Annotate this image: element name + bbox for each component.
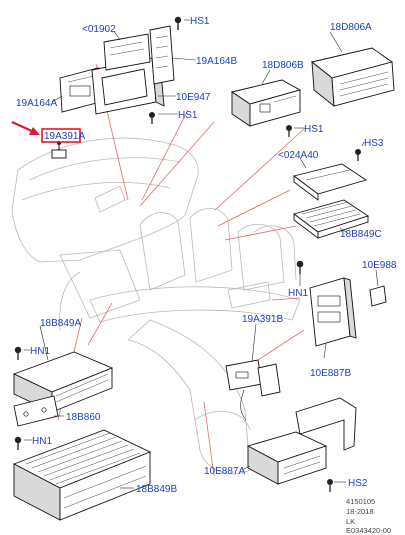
nut-icon [296,260,304,274]
highlight-19a391a [11,120,81,143]
screw-icon [327,479,333,492]
red-arrow-icon [29,127,40,135]
label-18b849b[interactable]: 18B849B [136,484,177,495]
amplifier-18b849b[interactable] [12,429,152,521]
label-18b849c[interactable]: 18B849C [340,229,382,240]
label-18b849a[interactable]: 18B849A [40,318,81,329]
label-024a40[interactable]: <024A40 [278,150,319,161]
label-hs1-top[interactable]: HS1 [190,16,210,27]
label-hs1-mid[interactable]: HS1 [178,110,198,121]
screw-icon [286,125,292,137]
label-10e887a[interactable]: 10E887A [204,466,245,477]
label-hs1-right[interactable]: HS1 [304,124,324,135]
amplifier-18b849a[interactable] [12,351,114,413]
cover-10e988[interactable] [369,285,387,307]
nut-icon [14,346,22,360]
screw-icon [149,112,155,124]
module-10e887a[interactable] [246,431,328,485]
label-hn1-left1[interactable]: HN1 [30,346,50,357]
part-labels: <01902 HS1 18D806A 19A164B 18D806B 19A16… [16,16,397,495]
footer-line-2: 18-2018 [346,507,374,516]
diagram-reference-code: 4150105 18-2018 LK E0343420-00 [346,497,391,535]
label-18d806b[interactable]: 18D806B [262,60,304,71]
screw-icon [355,149,361,161]
nut-icon [14,436,22,450]
label-01902[interactable]: <01902 [82,24,116,35]
label-10e947[interactable]: 10E947 [176,92,211,103]
label-10e988[interactable]: 10E988 [362,260,397,271]
screw-icon [174,16,182,30]
media-unit-18d806b[interactable] [230,79,302,127]
footer-line-3: LK [346,517,355,526]
connector-19a391a[interactable] [51,141,67,159]
module-10e887b[interactable] [309,277,357,347]
amplifier-18b849c[interactable] [293,199,370,239]
label-hn1-left2[interactable]: HN1 [32,436,52,447]
label-19a391a[interactable]: 19A391A [44,131,85,142]
label-hn1-right[interactable]: HN1 [288,288,308,299]
footer-line-1: 4150105 [346,497,375,506]
media-unit-18d806a[interactable] [310,47,395,107]
footer-line-4: E0343420-00 [346,526,391,535]
label-18d806a[interactable]: 18D806A [330,22,372,33]
label-18b860[interactable]: 18B860 [66,412,101,423]
label-hs2[interactable]: HS2 [348,478,368,489]
label-hs3[interactable]: HS3 [364,138,384,149]
label-19a391b[interactable]: 19A391B [242,314,283,325]
bracket-10e887a [295,397,357,451]
label-19a164b[interactable]: 19A164B [196,56,237,67]
red-leader-lines [57,63,306,477]
label-leaders [24,19,379,489]
bracket-024a40[interactable] [292,163,368,201]
vehicle-interior-outline [11,137,301,475]
label-19a164a[interactable]: 19A164A [16,98,57,109]
connector-19a391b[interactable] [225,359,281,421]
bracket-18b860[interactable] [13,395,59,427]
label-10e887b[interactable]: 10E887B [310,368,351,379]
display-module-19a164b[interactable] [91,25,175,115]
